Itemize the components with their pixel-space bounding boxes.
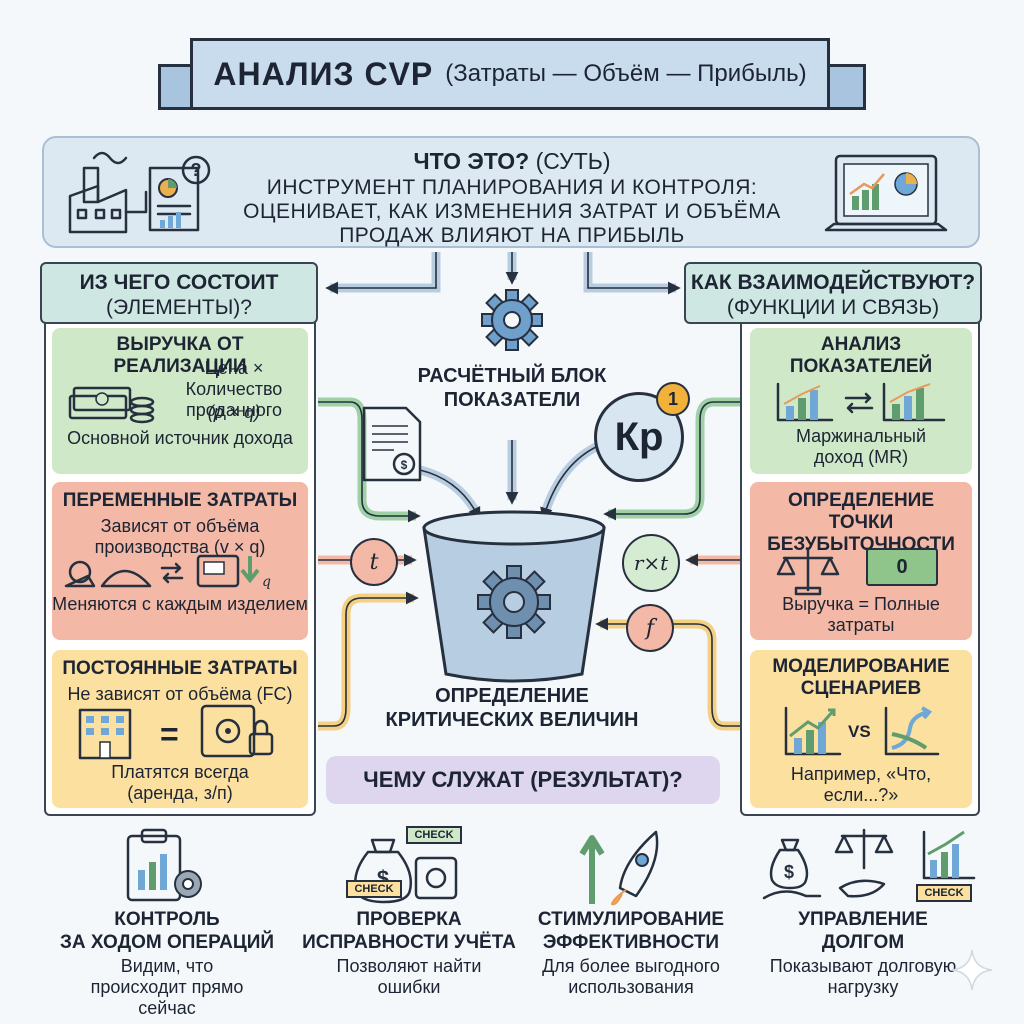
control-title-line2: ЗА ХОДОМ ОПЕРАЦИЙ	[59, 932, 275, 953]
audit-item: ПРОВЕРКА ИСПРАВНОСТИ УЧЁТА Позволяют най…	[284, 908, 534, 998]
t-symbol-badge: t	[350, 538, 398, 586]
debt-management-icons: $	[762, 828, 976, 900]
scales-icon	[776, 548, 840, 596]
debt-body: Показывают долговую нагрузку	[769, 956, 957, 997]
page-title: АНАЛИЗ CVP	[213, 55, 434, 92]
equals-sign: =	[160, 716, 179, 752]
scenario-compare-icon	[784, 706, 940, 756]
debt-item: УПРАВЛЕНИЕ ДОЛГОМ Показывают долговую на…	[738, 908, 988, 998]
audit-title-line1: ПРОВЕРКА	[356, 909, 462, 930]
definition-title-text: ЧТО ЭТО?	[413, 148, 530, 174]
money-stack-icon	[68, 386, 155, 424]
rocket-growth-icon	[579, 830, 659, 906]
indicators-title: АНАЛИЗ ПОКАЗАТЕЛЕЙ	[789, 334, 933, 377]
check-tag-bottom: CHECK	[346, 880, 402, 898]
revenue-card: ВЫРУЧКА ОТ РЕАЛИЗАЦИИ	[52, 328, 308, 474]
fixed-costs-title: ПОСТОЯННЫЕ ЗАТРАТЫ	[62, 658, 298, 679]
functions-heading: КАК ВЗАИМОДЕЙСТВУЮТ? (ФУНКЦИИ И СВЯЗЬ)	[684, 262, 982, 324]
revenue-formula: (p × q)	[207, 402, 261, 422]
breakeven-body: Выручка = Полные затраты	[782, 594, 940, 635]
debt-title-line2: ДОЛГОМ	[821, 932, 905, 953]
svg-text:$: $	[401, 458, 408, 472]
variable-costs-card: ПЕРЕМЕННЫЕ ЗАТРАТЫ Зависят от объёма про…	[52, 482, 308, 640]
control-body: Видим, что происходит прямо сейчас	[90, 956, 244, 1018]
bucket-icon	[422, 510, 606, 683]
compare-charts-icon	[776, 382, 946, 422]
rt-symbol-badge: r×t	[622, 534, 680, 592]
fixed-costs-body: Не зависят от объёма (FC)	[67, 684, 293, 704]
revenue-body: Цена × Количество проданного	[185, 358, 283, 420]
efficiency-title-line2: ЭФФЕКТИВНОСТИ	[542, 932, 720, 953]
control-item: КОНТРОЛЬ ЗА ХОДОМ ОПЕРАЦИЙ Видим, что пр…	[42, 908, 292, 1019]
elements-heading-line2: (ЭЛЕМЕНТЫ)?	[106, 296, 252, 319]
scenarios-title: МОДЕЛИРОВАНИЕ СЦЕНАРИЕВ	[772, 656, 950, 699]
zero-banknote-icon: 0	[866, 548, 938, 586]
efficiency-body: Для более выгодного использования	[542, 956, 720, 997]
scenarios-body: Например, «Что, если...?»	[790, 764, 932, 805]
debt-title-line1: УПРАВЛЕНИЕ	[798, 909, 928, 930]
laptop-chart-icon	[824, 154, 948, 232]
critical-values-label: Определение критических величин	[385, 685, 639, 731]
efficiency-item: СТИМУЛИРОВАНИЕ ЭФФЕКТИВНОСТИ Для более в…	[506, 908, 756, 998]
fixed-costs-note: Платятся всегда (аренда, з/п)	[111, 762, 249, 803]
calc-block-label: Расчётный блок показатели	[417, 365, 607, 411]
control-title-line1: КОНТРОЛЬ	[114, 909, 220, 930]
indicators-body: Маржинальный доход (MR)	[795, 426, 927, 467]
functions-heading-line2: (ФУНКЦИИ И СВЯЗЬ)	[726, 296, 940, 319]
check-tag-top: CHECK	[406, 826, 462, 844]
audit-body: Позволяют найти ошибки	[336, 956, 482, 997]
gear-icon	[481, 289, 543, 351]
variable-costs-body: Зависят от объёма производства (v × q)	[94, 516, 266, 557]
clipboard-chart-icon	[126, 828, 202, 902]
factory-icon: ?	[68, 151, 211, 234]
building-icon	[78, 708, 132, 760]
kp-superscript-badge: 1	[656, 382, 690, 416]
efficiency-title-line1: СТИМУЛИРОВАНИЕ	[537, 909, 725, 930]
definition-text: Инструмент планирования и контроля: оцен…	[243, 176, 781, 247]
indicators-card: АНАЛИЗ ПОКАЗАТЕЛЕЙ Маржинальный доход (M…	[750, 328, 972, 474]
definition-title-note: (СУТЬ)	[535, 148, 611, 174]
elements-heading-line1: ИЗ ЧЕГО СОСТОИТ	[79, 271, 279, 294]
f-symbol-badge: f	[626, 604, 674, 652]
variable-costs-note: Меняются с каждым изделием	[52, 594, 308, 614]
audit-title-line2: ИСПРАВНОСТИ УЧЁТА	[302, 932, 516, 953]
sparkle-icon	[951, 949, 993, 991]
variable-costs-title: ПЕРЕМЕННЫЕ ЗАТРАТЫ	[62, 490, 298, 511]
svg-text:$: $	[784, 862, 794, 882]
fixed-costs-card: ПОСТОЯННЫЕ ЗАТРАТЫ Не зависят от объёма …	[52, 650, 308, 808]
materials-process-icon: q	[64, 554, 271, 590]
definition-title: ЧТО ЭТО? (СУТЬ)	[0, 148, 1024, 175]
certificate-icon: $	[362, 406, 422, 482]
check-tag-debt: CHECK	[916, 884, 972, 902]
revenue-title: ВЫРУЧКА ОТ РЕАЛИЗАЦИИ	[113, 334, 247, 377]
svg-text:?: ?	[191, 160, 202, 180]
svg-text:q: q	[262, 574, 271, 590]
page-subtitle: (Затраты — Объём — Прибыль)	[445, 60, 807, 87]
elements-heading: ИЗ ЧЕГО СОСТОИТ (ЭЛЕМЕНТЫ)?	[40, 262, 318, 324]
safe-lock-icon	[200, 704, 274, 758]
result-heading: ЧЕМУ СЛУЖАТ (РЕЗУЛЬТАТ)?	[326, 756, 720, 804]
functions-heading-line1: КАК ВЗАИМОДЕЙСТВУЮТ?	[690, 271, 976, 294]
title-banner: АНАЛИЗ CVP (Затраты — Объём — Прибыль)	[190, 38, 830, 110]
revenue-note: Основной источник дохода	[67, 428, 293, 448]
versus-label: VS	[848, 722, 871, 741]
